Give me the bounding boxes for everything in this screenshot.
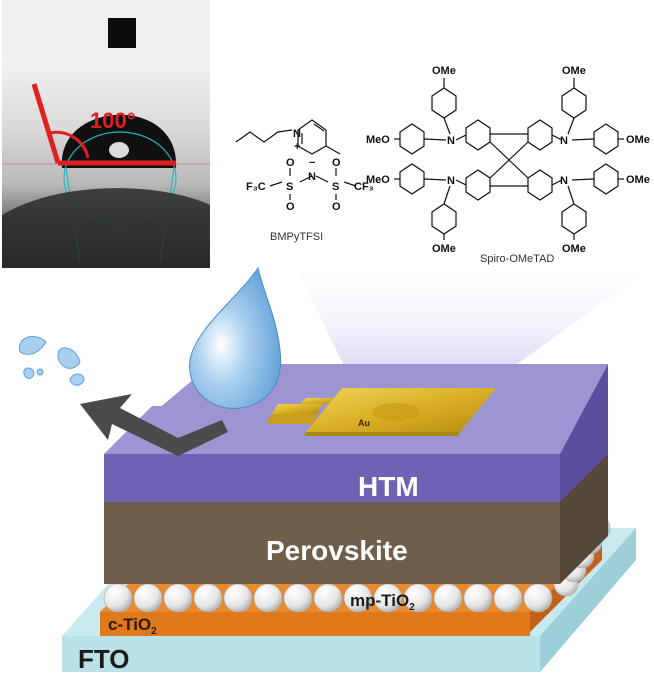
amine-n-1: N <box>447 135 455 147</box>
perovskite-label: Perovskite <box>266 535 408 566</box>
perovskite-layer: Perovskite <box>104 452 608 584</box>
ome-top-right: OMe <box>562 65 586 77</box>
amine-n-3: N <box>447 175 455 187</box>
contact-angle-inset: 100° <box>2 0 210 268</box>
oxygen-3: O <box>332 157 341 169</box>
tio2-sphere <box>253 583 283 613</box>
ome-top-left: OMe <box>432 65 456 77</box>
bmpytfsi-caption: BMPyTFSI <box>270 231 323 243</box>
left-cf3: F₃C <box>246 181 266 193</box>
tangent-line <box>31 83 61 164</box>
tio2-sphere <box>313 583 343 613</box>
tio2-sphere <box>433 583 463 613</box>
water-drop-icon <box>189 266 282 409</box>
arrow-icon <box>80 394 228 456</box>
oxygen-4: O <box>332 201 341 213</box>
right-cf3: CF₃ <box>354 181 374 193</box>
sulfur-right: S <box>332 181 339 193</box>
oxygen-1: O <box>286 157 295 169</box>
tio2-sphere <box>193 583 223 613</box>
bmpytfsi-labels: N + − N F₃C CF₃ S S O O O O BMPyTFSI <box>246 128 374 243</box>
ome-bottom-left: OMe <box>432 243 456 255</box>
tio2-sphere <box>283 583 313 613</box>
meo-lower-left: MeO <box>366 174 390 186</box>
au-electrode: Au <box>266 388 496 436</box>
ome-bottom-right: OMe <box>562 243 586 255</box>
tio2-sphere <box>523 583 553 613</box>
ome-upper-right: OMe <box>626 134 650 146</box>
tio2-sphere <box>103 583 133 613</box>
tio2-sphere <box>163 583 193 613</box>
pyridinium-n: N <box>293 128 301 140</box>
angle-arc <box>49 130 90 159</box>
needle <box>108 18 136 48</box>
sulfur-left: S <box>286 181 293 193</box>
tio2-sphere <box>223 583 253 613</box>
amine-n-4: N <box>560 175 568 187</box>
spiro-ometad-labels: OMe OMe MeO OMe MeO OMe OMe OMe N N N N … <box>366 65 650 265</box>
bmpytfsi-structure <box>235 119 357 200</box>
c-tio2-label: c-TiO2 <box>108 615 157 637</box>
splash-drop-3 <box>23 367 35 379</box>
mp-tio2-label: mp-TiO2 <box>350 591 415 613</box>
ome-lower-right: OMe <box>626 174 650 186</box>
au-label: Au <box>358 418 370 428</box>
spiro-ometad-caption: Spiro-OMeTAD <box>480 253 554 265</box>
fto-label: FTO <box>78 644 130 674</box>
tfsi-n: N <box>308 171 316 183</box>
water-repel-illustration <box>19 266 282 456</box>
anion-charge: − <box>309 157 315 169</box>
tio2-sphere <box>133 583 163 613</box>
cation-charge: + <box>294 141 300 153</box>
splash-drop-2 <box>57 347 81 369</box>
spiro-ometad-structure <box>394 78 624 240</box>
tio2-sphere <box>493 583 523 613</box>
water-droplet-image <box>61 114 177 168</box>
oxygen-2: O <box>286 201 295 213</box>
meo-upper-left: MeO <box>366 134 390 146</box>
splash-drop-4 <box>69 373 85 386</box>
tio2-sphere <box>463 583 493 613</box>
amine-n-2: N <box>560 135 568 147</box>
htm-label: HTM <box>358 471 419 502</box>
splash-drop-1 <box>19 336 47 355</box>
splash-drop-5 <box>36 368 44 376</box>
contact-angle-value: 100° <box>90 108 136 133</box>
